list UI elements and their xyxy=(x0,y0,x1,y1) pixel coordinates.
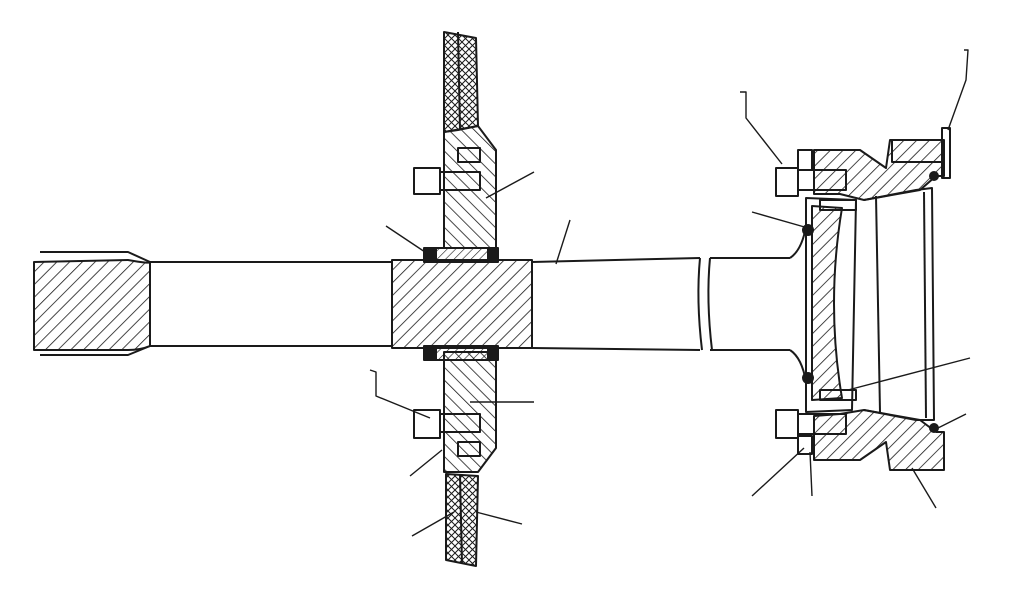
leader-line xyxy=(555,219,571,265)
leader-line xyxy=(947,49,969,131)
leader-line xyxy=(411,511,455,537)
leader-line xyxy=(847,357,971,391)
leader-line xyxy=(751,447,805,497)
right-housing xyxy=(775,127,951,471)
leader-line xyxy=(385,225,429,255)
shaft-left-end xyxy=(33,259,151,351)
leader-line xyxy=(911,467,937,509)
leader-line xyxy=(409,449,443,477)
shaft-hub-section xyxy=(391,259,533,349)
leader-line xyxy=(475,511,523,525)
leader-line xyxy=(937,413,967,429)
leader-lines xyxy=(369,49,971,537)
leader-line xyxy=(369,369,431,419)
leader-line xyxy=(751,211,809,229)
left-disc xyxy=(413,31,499,567)
leader-line xyxy=(809,451,813,497)
shaft xyxy=(33,225,807,383)
leader-line xyxy=(485,171,535,199)
leader-line xyxy=(740,91,783,165)
